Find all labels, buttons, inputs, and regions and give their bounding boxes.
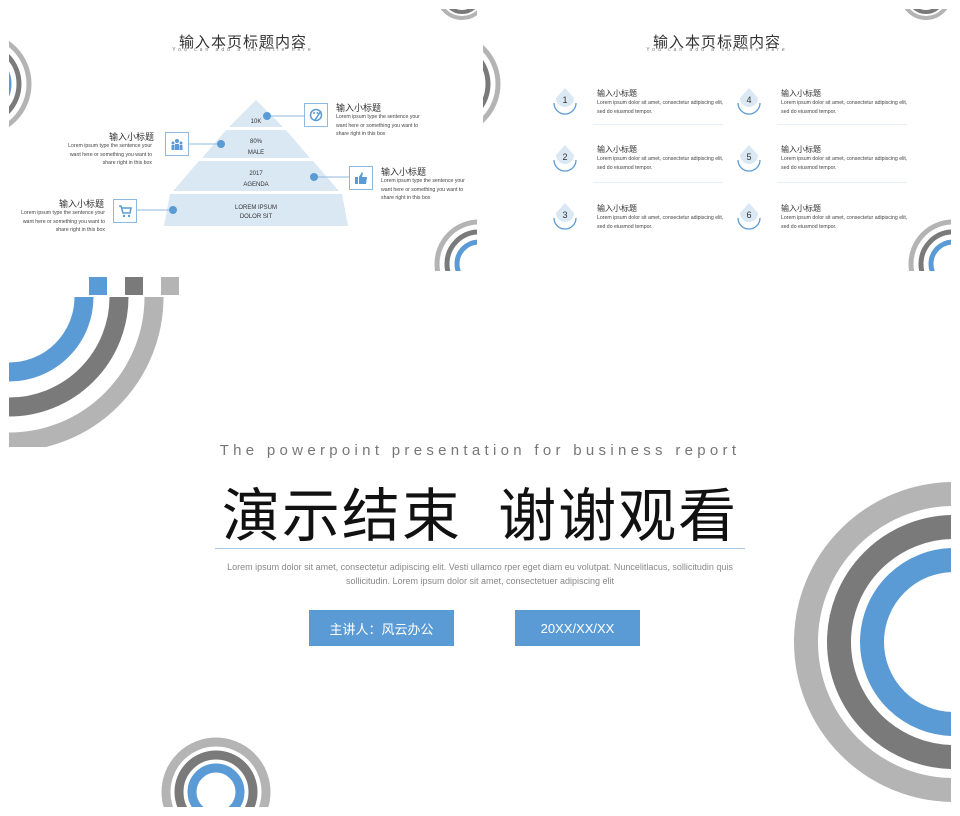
decor-square-dark — [125, 277, 143, 295]
callout-title-1: 输入小标题 — [336, 103, 382, 113]
body-text: Lorem ipsum dolor sit amet, consectetur … — [227, 562, 733, 586]
item-title-4: 输入小标题 — [781, 89, 821, 98]
pyramid-level-1 — [229, 100, 283, 127]
users-icon — [165, 132, 189, 156]
slide-subtitle: You can add a subtitle here — [646, 47, 788, 53]
separator — [593, 124, 723, 125]
pyramid-level-2 — [202, 130, 310, 158]
decorative-arcs-top-left — [9, 297, 164, 447]
number-badge-5 — [737, 145, 761, 172]
pyramid-text-3: MALE — [248, 150, 264, 156]
number-badge-3 — [553, 203, 577, 230]
slide-pyramid[interactable]: 输入本页标题内容 You can add a subtitle here 10K… — [9, 9, 477, 271]
closing-title: 演示结束 谢谢观看 — [221, 484, 739, 549]
decorative-rings-top-right — [440, 9, 477, 20]
slide-subtitle: You can add a subtitle here — [172, 47, 314, 53]
decor-square-blue — [89, 277, 107, 295]
slide-numbered-list[interactable]: 输入本页标题内容 You can add a subtitle here 1 输… — [483, 9, 951, 271]
item-desc-6: Lorem ipsum dolor sit amet, consectetur … — [781, 215, 908, 230]
thumbs-up-icon — [349, 166, 373, 190]
callout-title-4: 输入小标题 — [59, 199, 105, 209]
slide-closing[interactable]: The powerpoint presentation for business… — [9, 277, 951, 807]
number-badge-1 — [553, 88, 577, 115]
pyramid-level-3 — [173, 161, 339, 191]
pyramid-text-5: AGENDA — [243, 182, 268, 188]
number-badge-2 — [553, 145, 577, 172]
separator — [777, 124, 907, 125]
item-desc-2: Lorem ipsum dolor sit amet, consectetur … — [597, 156, 724, 171]
slide-title: 输入本页标题内容 — [652, 34, 781, 51]
separator — [593, 182, 723, 183]
palette-icon — [304, 103, 328, 127]
item-title-2: 输入小标题 — [597, 145, 637, 154]
separator — [777, 182, 907, 183]
cart-icon — [113, 199, 137, 223]
decorative-rings-right — [794, 482, 951, 802]
item-title-1: 输入小标题 — [597, 89, 637, 98]
callout-title-3: 输入小标题 — [381, 167, 427, 177]
item-title-6: 输入小标题 — [781, 204, 821, 213]
pyramid-text-7: DOLOR SIT — [240, 214, 273, 220]
presenter-button[interactable]: 主讲人：风云办公 — [309, 610, 454, 646]
decorative-rings-bottom — [161, 737, 271, 807]
decorative-rings-top-right — [904, 9, 948, 20]
number-5: 5 — [746, 152, 752, 162]
decor-square-light — [161, 277, 179, 295]
pyramid-level-4 — [164, 194, 348, 226]
item-desc-5: Lorem ipsum dolor sit amet, consectetur … — [781, 156, 908, 171]
decorative-rings-bottom-right — [908, 219, 951, 271]
pyramid-text-6: LOREM IPSUM — [235, 205, 277, 211]
number-badge-4 — [737, 88, 761, 115]
slide-title: 输入本页标题内容 — [178, 34, 307, 51]
decorative-rings-bottom-right — [434, 219, 477, 271]
item-desc-3: Lorem ipsum dolor sit amet, consectetur … — [597, 215, 724, 230]
pyramid-text-4: 2017 — [249, 171, 263, 177]
item-title-5: 输入小标题 — [781, 145, 821, 154]
number-2: 2 — [562, 152, 568, 162]
decorative-rings-left — [483, 44, 501, 124]
date-button[interactable]: 20XX/XX/XX — [515, 610, 640, 646]
number-4: 4 — [746, 95, 752, 105]
number-3: 3 — [562, 210, 568, 220]
item-desc-4: Lorem ipsum dolor sit amet, consectetur … — [781, 100, 908, 115]
pyramid-text-1: 10K — [251, 119, 262, 125]
callout-title-2: 输入小标题 — [109, 132, 155, 142]
item-desc-1: Lorem ipsum dolor sit amet, consectetur … — [597, 100, 724, 115]
decorative-rings-left — [9, 40, 32, 128]
item-title-3: 输入小标题 — [597, 204, 637, 213]
tagline: The powerpoint presentation for business… — [219, 442, 741, 459]
title-divider — [215, 548, 745, 549]
number-6: 6 — [746, 210, 752, 220]
pyramid-text-2: 80% — [250, 139, 263, 145]
connector-lines — [137, 112, 349, 214]
number-1: 1 — [562, 95, 568, 105]
number-badge-6 — [737, 203, 761, 230]
pyramid-chart: 10K 80% MALE 2017 AGENDA LOREM IPSUM DOL… — [164, 100, 348, 226]
